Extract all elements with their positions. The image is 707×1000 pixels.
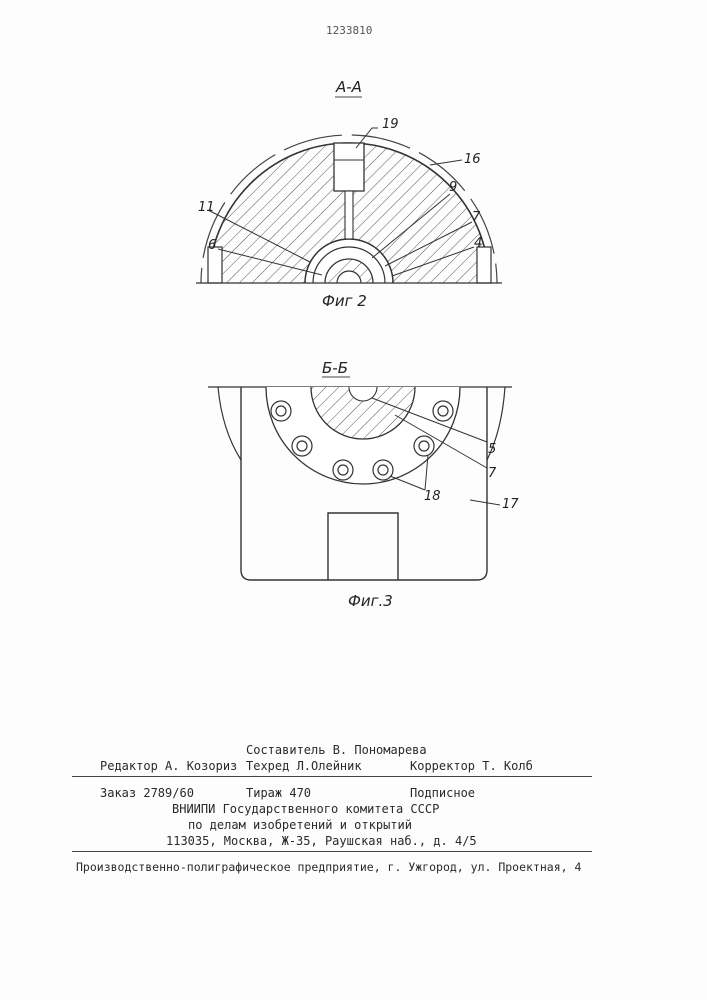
imprint-subscription: Подписное (410, 786, 475, 800)
imprint-divider-1 (72, 776, 592, 777)
imprint-address: 113035, Москва, Ж-35, Раушская наб., д. … (166, 834, 477, 848)
figure-3-drawing (0, 0, 707, 620)
fig3-callout-5: 5 (488, 442, 496, 457)
fig3-callout-17: 17 (502, 497, 519, 512)
imprint-order: Заказ 2789/60 (100, 786, 194, 800)
imprint-circulation: Тираж 470 (246, 786, 311, 800)
fig3-callout-7: 7 (488, 466, 496, 481)
fig3-section-label: Б-Б (322, 359, 348, 377)
imprint-editor: Редактор А. Козориз (100, 759, 237, 773)
imprint-corrector: Корректор Т. Колб (410, 759, 533, 773)
fig3-caption: Фиг.3 (348, 592, 393, 610)
imprint-org-line2: по делам изобретений и открытий (188, 818, 412, 832)
imprint-printer: Производственно-полиграфическое предприя… (76, 860, 581, 874)
imprint-divider-2 (72, 851, 592, 852)
fig3-callout-18: 18 (424, 489, 441, 504)
imprint-compiler: Составитель В. Пономарева (246, 743, 427, 757)
imprint-techred: Техред Л.Олейник (246, 759, 362, 773)
imprint-org-line1: ВНИИПИ Государственного комитета СССР (172, 802, 439, 816)
